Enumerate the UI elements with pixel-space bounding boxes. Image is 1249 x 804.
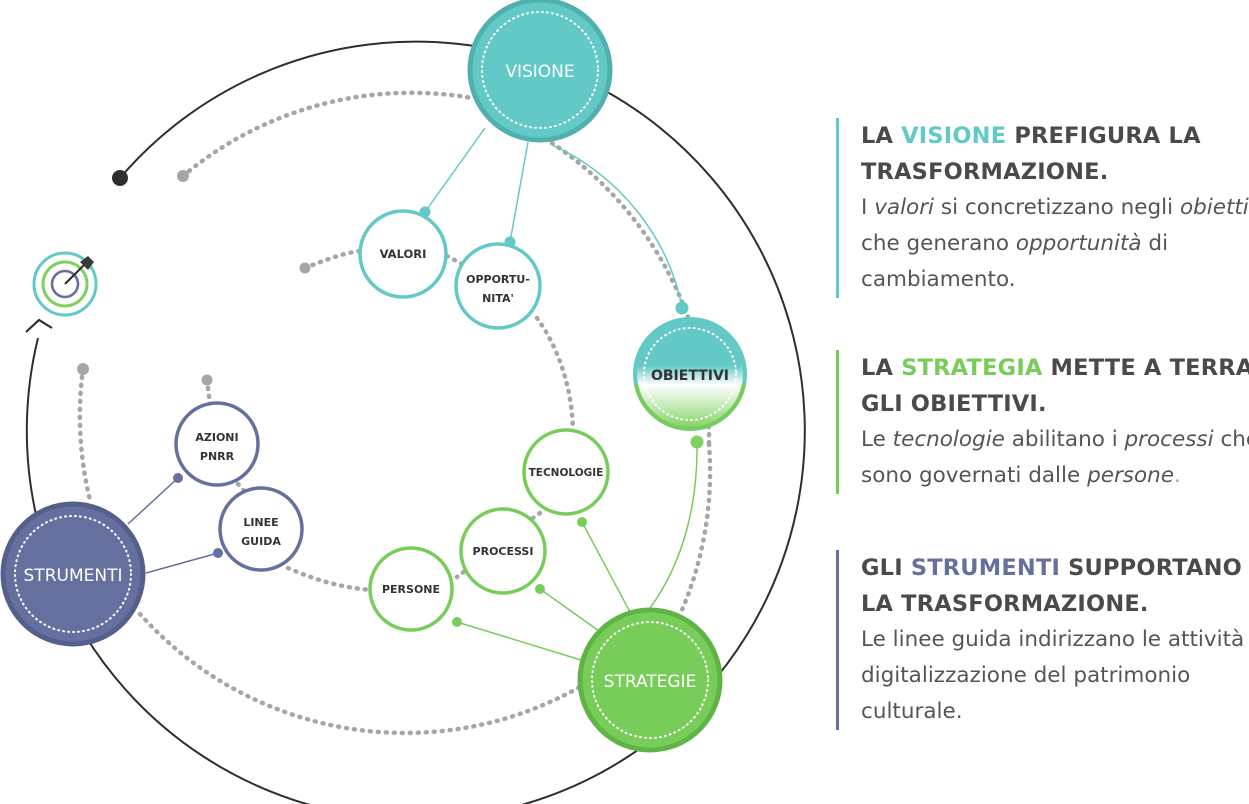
panel-strumenti: GLI STRUMENTI SUPPORTANO LA TRASFORMAZIO… bbox=[836, 550, 1249, 730]
node-strumenti-label: STRUMENTI bbox=[24, 566, 123, 586]
node-tecnologie-label: TECNOLOGIE bbox=[529, 467, 604, 479]
connector-strumenti-azioni bbox=[127, 477, 179, 525]
dot-start-left-inner bbox=[201, 374, 213, 386]
connector-strategie-processi bbox=[539, 588, 607, 637]
panel-strumenti-title-pre: GLI bbox=[861, 555, 911, 581]
connector-strategie-persone bbox=[456, 621, 595, 665]
node-valori-label: VALORI bbox=[380, 247, 427, 261]
connector-strumenti-linee bbox=[145, 552, 219, 574]
panel-strategia-i3: persone bbox=[1087, 463, 1174, 488]
connector-strategie-tecnologie bbox=[581, 521, 631, 613]
panel-visione-title-post: PREFIGURA LA TRASFORMAZIONE. bbox=[861, 123, 1201, 185]
node-opportunita-label-2: NITA' bbox=[482, 292, 514, 305]
dotted-arc-inner-right bbox=[534, 315, 576, 433]
node-strategie-label: STRATEGIE bbox=[604, 672, 697, 692]
panel-visione-t4: di cambiamento. bbox=[861, 231, 1169, 292]
panel-visione-i2: obiettivi bbox=[1179, 195, 1249, 220]
node-valori: VALORI bbox=[358, 209, 448, 299]
panel-strategia-t1: Le bbox=[861, 427, 893, 452]
panel-strumenti-title-post: SUPPORTANO LA TRASFORMAZIONE. bbox=[861, 555, 1242, 617]
panel-strategia-title-pre: LA bbox=[861, 355, 902, 381]
panel-strumenti-title: GLI STRUMENTI SUPPORTANO LA TRASFORMAZIO… bbox=[861, 550, 1249, 622]
outer-cycle-start-dot bbox=[112, 170, 128, 186]
panel-strategia-i2: processi bbox=[1124, 427, 1214, 452]
dotted-arc-bottom bbox=[137, 611, 601, 736]
panel-strumenti-body: Le linee guida indirizzano le attività d… bbox=[861, 627, 1249, 724]
transformation-diagram: VISIONE STRATEGIE STRUMENTI OBIETTIVI VA… bbox=[0, 0, 806, 804]
panel-strategia-title-key: STRATEGIA bbox=[901, 355, 1043, 381]
panel-visione-body: I valori si concretizzano negli obiettiv… bbox=[861, 190, 1249, 298]
dotted-arc-right-lower bbox=[679, 441, 713, 613]
target-icon bbox=[32, 251, 98, 317]
panel-visione-i1: valori bbox=[874, 195, 935, 220]
dot-start-inner bbox=[299, 262, 311, 274]
dotted-arc-inner bbox=[302, 248, 363, 271]
node-obiettivi: OBIETTIVI bbox=[633, 317, 747, 431]
node-opportunita: OPPORTU- NITA' bbox=[454, 242, 542, 330]
node-persone: PERSONE bbox=[368, 546, 454, 632]
node-persone-label: PERSONE bbox=[382, 583, 440, 596]
connector-strategie-obiettivi bbox=[649, 441, 698, 609]
connector-dot-azioni bbox=[173, 473, 183, 483]
panel-visione-t1: I bbox=[861, 195, 875, 220]
outer-cycle-arrowhead bbox=[25, 318, 53, 333]
panel-strategia-t4: . bbox=[1174, 463, 1181, 488]
node-visione-label: VISIONE bbox=[505, 62, 574, 82]
node-strumenti: STRUMENTI bbox=[0, 501, 146, 647]
node-linee-label-1: LINEE bbox=[243, 516, 278, 529]
connector-dot-tecnologie bbox=[577, 517, 587, 527]
panel-strategia-title: LA STRATEGIA METTE A TERRA GLI OBIETTIVI… bbox=[861, 350, 1249, 422]
node-visione: VISIONE bbox=[467, 0, 613, 143]
panel-visione-title: LA VISIONE PREFIGURA LA TRASFORMAZIONE. bbox=[861, 118, 1249, 190]
panel-strategia: LA STRATEGIA METTE A TERRA GLI OBIETTIVI… bbox=[836, 350, 1249, 494]
node-azioni-label-1: AZIONI bbox=[195, 431, 238, 444]
connector-dot-linee bbox=[213, 548, 223, 558]
node-processi-label: PROCESSI bbox=[473, 545, 534, 558]
connector-dot-persone bbox=[452, 617, 462, 627]
connector-dot-obiettivi-strategie bbox=[690, 435, 704, 449]
node-opportunita-label-1: OPPORTU- bbox=[466, 273, 530, 286]
node-linee-label-2: GUIDA bbox=[241, 535, 281, 548]
outer-cycle-line bbox=[25, 40, 806, 804]
panel-visione-title-pre: LA bbox=[861, 123, 902, 149]
panel-strategia-body: Le tecnologie abilitano i processi che s… bbox=[861, 422, 1249, 494]
dotted-arc-inner-mid bbox=[444, 253, 465, 267]
connector-visione-obiettivi bbox=[551, 144, 683, 309]
panel-strategia-i1: tecnologie bbox=[892, 427, 1005, 452]
dotted-arc-left bbox=[77, 366, 93, 503]
node-obiettivi-label: OBIETTIVI bbox=[651, 368, 729, 384]
panel-strategia-t2: abilitano i bbox=[1004, 427, 1125, 452]
dotted-arc-inner-bottom bbox=[285, 565, 375, 593]
node-tecnologie: TECNOLOGIE bbox=[522, 428, 610, 516]
connector-visione-opportunita bbox=[509, 141, 529, 243]
node-strategie: STRATEGIE bbox=[577, 607, 723, 753]
panel-visione-title-key: VISIONE bbox=[901, 123, 1007, 149]
node-linee-guida: LINEE GUIDA bbox=[218, 486, 304, 572]
panel-visione: LA VISIONE PREFIGURA LA TRASFORMAZIONE. … bbox=[836, 118, 1249, 298]
connector-dot-processi bbox=[535, 584, 545, 594]
connector-visione-valori bbox=[424, 127, 486, 213]
node-processi: PROCESSI bbox=[459, 507, 547, 595]
connector-dot-obiettivi bbox=[675, 301, 689, 315]
node-azioni-pnrr: AZIONI PNRR bbox=[174, 401, 260, 487]
node-azioni-label-2: PNRR bbox=[200, 450, 235, 463]
dot-start-left bbox=[77, 363, 89, 375]
panel-strategia-title-post: METTE A TERRA GLI OBIETTIVI. bbox=[861, 355, 1249, 417]
panel-visione-i3: opportunità bbox=[1015, 231, 1142, 256]
panel-strategia-t3: che sono governati dalle bbox=[861, 427, 1249, 488]
dotted-arc-top bbox=[180, 90, 475, 179]
panel-visione-t2: si concretizzano negli bbox=[934, 195, 1180, 220]
dot-start-top bbox=[177, 170, 189, 182]
panel-visione-t3: che generano bbox=[861, 231, 1016, 256]
panel-strumenti-title-key: STRUMENTI bbox=[910, 555, 1061, 581]
